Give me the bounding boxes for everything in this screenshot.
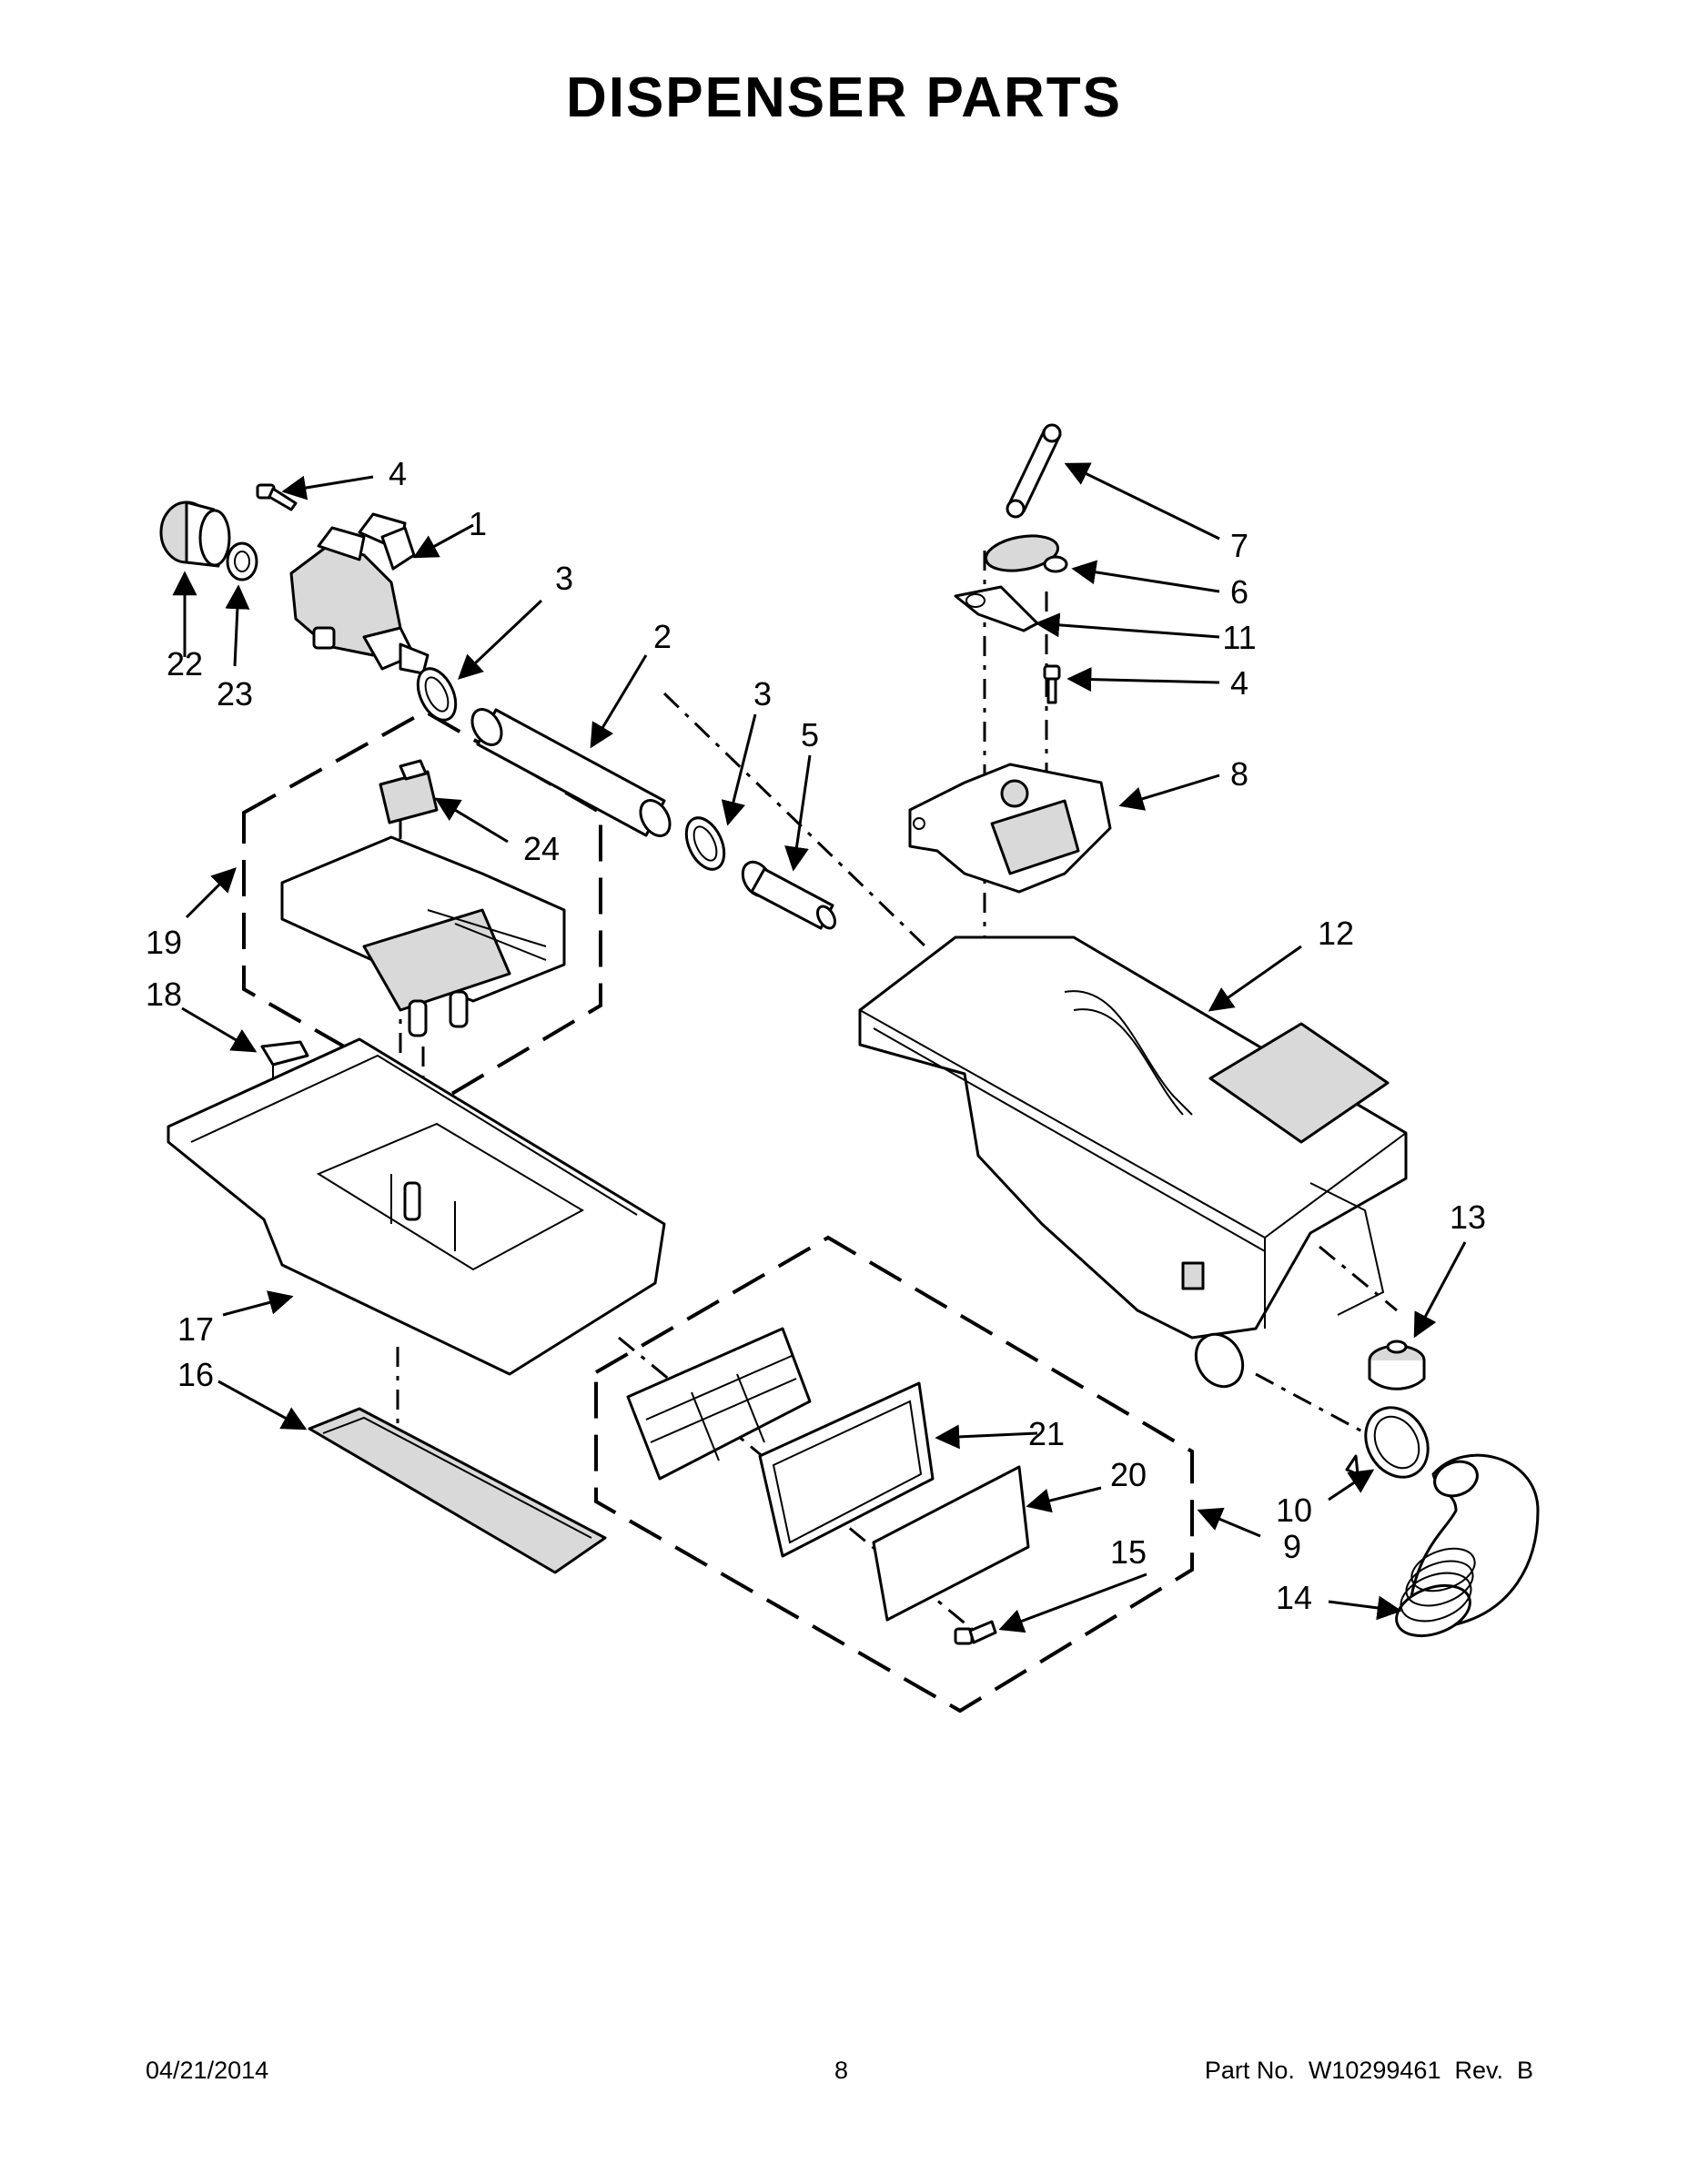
callout-13: 13 xyxy=(1450,1198,1486,1236)
part-12-dispenser-housing xyxy=(858,935,1408,1389)
callout-12: 12 xyxy=(1318,915,1354,952)
callout-11: 11 xyxy=(1222,619,1256,656)
part-14-bellows-hose xyxy=(1395,1453,1540,1638)
part-10-clamp xyxy=(1345,1406,1430,1479)
callout-19: 19 xyxy=(146,924,182,961)
axis-line xyxy=(1255,1372,1375,1440)
part-8-actuator xyxy=(908,763,1112,894)
leader-arrow xyxy=(1328,1595,1402,1621)
leader-arrow xyxy=(412,523,474,559)
leader-arrow xyxy=(998,1572,1147,1633)
part-15-screw xyxy=(954,1620,997,1645)
callout-16: 16 xyxy=(177,1356,214,1393)
leader-arrow xyxy=(1026,1486,1102,1513)
leader-arrow xyxy=(434,797,509,844)
axis-line xyxy=(662,692,930,951)
callout-1: 1 xyxy=(469,505,487,542)
leader-arrow xyxy=(217,1380,308,1431)
part-23-washer xyxy=(226,541,258,581)
leader-arrow xyxy=(185,867,237,919)
callout-23: 23 xyxy=(217,675,253,713)
callout-10: 10 xyxy=(1276,1491,1312,1529)
callout-5: 5 xyxy=(801,716,819,753)
part-24-siphon-cap xyxy=(379,759,439,824)
leader-arrow xyxy=(1197,1507,1261,1538)
leader-arrow xyxy=(222,1290,294,1317)
callout-14: 14 xyxy=(1276,1579,1312,1616)
leader-arrow xyxy=(458,599,543,680)
part-4-screw-left xyxy=(256,483,298,511)
leader-arrow xyxy=(181,1006,258,1053)
leader-arrow xyxy=(281,475,374,500)
callout-7: 7 xyxy=(1230,527,1248,564)
part-13-cap xyxy=(1368,1340,1426,1390)
part-11-seal xyxy=(954,585,1039,632)
part-3-hose-clamp-upper xyxy=(416,667,458,722)
leader-arrow xyxy=(225,584,250,667)
callout-17: 17 xyxy=(177,1310,214,1348)
callout-6: 6 xyxy=(1230,573,1248,611)
leader-arrow xyxy=(590,654,648,749)
callout-18: 18 xyxy=(146,976,182,1013)
assembly-19-outline xyxy=(242,709,602,1104)
leader-arrow xyxy=(935,1424,1038,1450)
part-16-drawer-tray xyxy=(308,1407,607,1574)
part-17-dispenser-drawer xyxy=(167,1037,666,1376)
part-6-disc xyxy=(984,534,1068,573)
leader-arrow xyxy=(1118,774,1220,811)
callout-15: 15 xyxy=(1110,1533,1147,1571)
footer-date: 04/21/2014 xyxy=(146,2057,269,2084)
part-21-gasket xyxy=(758,1381,935,1558)
part-1-water-valve xyxy=(289,512,430,675)
leader-arrow xyxy=(721,713,757,826)
callout-21: 21 xyxy=(1028,1415,1065,1452)
part-7-lever xyxy=(1006,423,1062,519)
callout-24: 24 xyxy=(523,830,560,867)
page-title: DISPENSER PARTS xyxy=(565,66,1123,129)
leader-arrow xyxy=(1035,612,1220,639)
callout-22: 22 xyxy=(167,645,203,682)
part-grille xyxy=(626,1327,812,1481)
part-5-nozzle xyxy=(741,860,836,930)
callout-9: 9 xyxy=(1283,1528,1301,1565)
leader-arrow xyxy=(1413,1241,1467,1339)
part-3-hose-clamp-lower xyxy=(684,816,726,871)
part-4-screw-right xyxy=(1043,664,1061,704)
leader-arrow xyxy=(1066,667,1220,693)
part-22-inlet-fitting xyxy=(159,500,231,568)
assembly-9-outline xyxy=(594,1235,1194,1714)
axis-line xyxy=(1319,1245,1398,1312)
callout-3-lower: 3 xyxy=(753,675,772,713)
leader-arrow xyxy=(1071,560,1220,593)
callout-3-upper: 3 xyxy=(555,560,573,597)
callout-4-right: 4 xyxy=(1230,664,1248,702)
leader-arrow xyxy=(1208,945,1302,1012)
callout-2: 2 xyxy=(653,618,672,655)
leader-arrow xyxy=(1064,462,1220,541)
footer-page-number: 8 xyxy=(834,2057,849,2084)
part-20-panel xyxy=(872,1465,1030,1622)
part-2-hose xyxy=(470,708,672,837)
callout-20: 20 xyxy=(1110,1456,1147,1493)
callout-4-left: 4 xyxy=(389,455,407,492)
part-18-clip xyxy=(260,1040,309,1078)
callout-8: 8 xyxy=(1230,755,1248,793)
footer-part-number: Part No. W10299461 Rev. B xyxy=(1204,2057,1533,2084)
leader-arrow xyxy=(1328,1469,1375,1502)
leader-arrow xyxy=(784,754,812,872)
part-19-drawer-insert xyxy=(280,835,566,1037)
